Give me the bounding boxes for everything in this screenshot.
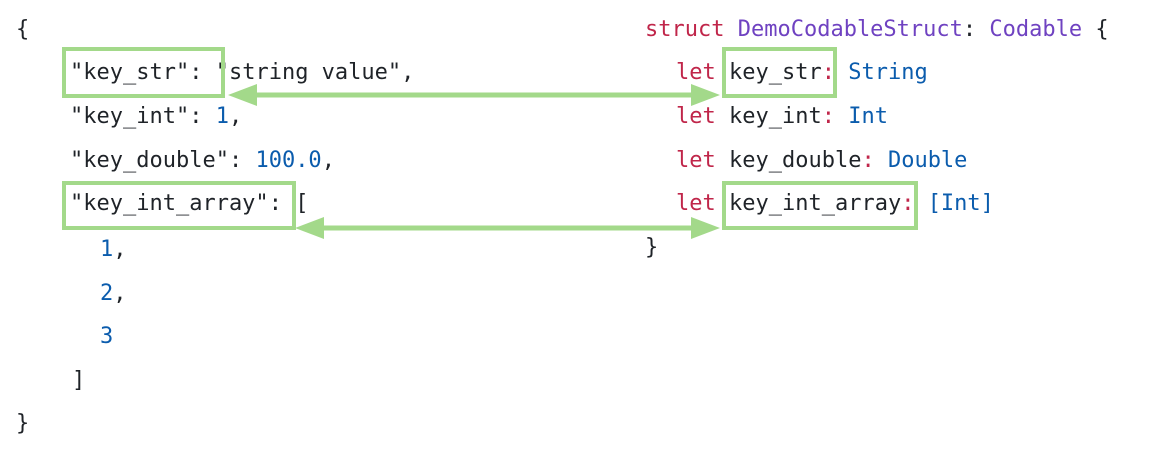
swift-prop-key-int-array: let key_int_array: [Int] bbox=[676, 189, 994, 219]
struct-open-brace: { bbox=[1095, 17, 1109, 42]
json-separator: : bbox=[228, 148, 256, 173]
json-separator: : bbox=[189, 104, 216, 129]
prop-colon: : bbox=[861, 148, 875, 173]
swift-prop-key-int: let key_int: Int bbox=[676, 102, 888, 132]
struct-protocol: Codable bbox=[989, 17, 1083, 42]
prop-colon: : bbox=[901, 191, 915, 216]
let-keyword: let bbox=[676, 104, 716, 129]
prop-name: key_str bbox=[729, 60, 822, 85]
json-key: "key_str" bbox=[70, 60, 190, 85]
prop-type: [Int] bbox=[927, 191, 994, 216]
json-trail: , bbox=[228, 104, 243, 129]
json-array-trail: , bbox=[113, 281, 127, 306]
highlight-box-json-key-int-array bbox=[62, 181, 296, 230]
prop-colon: : bbox=[821, 60, 835, 85]
json-line-key-double: "key_double": 100.0, bbox=[70, 146, 335, 176]
let-keyword: let bbox=[676, 60, 716, 85]
highlight-box-json-key-str bbox=[62, 47, 225, 98]
prop-name: key_int bbox=[729, 104, 822, 129]
json-key: "key_int" bbox=[70, 104, 190, 129]
json-line-key-str: "key_str": "string value", bbox=[70, 58, 414, 88]
json-separator: : bbox=[189, 60, 216, 85]
json-value: "string value" bbox=[215, 60, 402, 85]
let-keyword: let bbox=[676, 191, 716, 216]
json-array-value: 3 bbox=[100, 324, 114, 349]
struct-name: DemoCodableStruct bbox=[737, 17, 963, 42]
json-array-item: 3 bbox=[100, 322, 113, 352]
json-open-brace: { bbox=[16, 17, 30, 42]
json-array-trail: , bbox=[113, 237, 127, 262]
prop-colon: : bbox=[821, 104, 835, 129]
struct-keyword: struct bbox=[645, 17, 725, 42]
prop-name: key_int_array bbox=[729, 191, 902, 216]
swift-prop-key-str: let key_str: String bbox=[676, 58, 928, 88]
swift-prop-key-double: let key_double: Double bbox=[676, 146, 967, 176]
prop-type: String bbox=[848, 60, 928, 85]
prop-type: Int bbox=[848, 104, 888, 129]
json-separator: : bbox=[268, 191, 296, 216]
json-value: 100.0 bbox=[255, 148, 322, 173]
let-keyword: let bbox=[676, 148, 716, 173]
json-array-value: 2 bbox=[100, 281, 114, 306]
json-trail: , bbox=[401, 60, 415, 85]
json-line-key-int-array: "key_int_array": [ bbox=[70, 189, 308, 219]
highlight-box-swift-key-int-array bbox=[722, 181, 918, 230]
struct-close-brace: } bbox=[645, 235, 659, 260]
json-array-item: 1, bbox=[100, 235, 127, 265]
json-value: 1 bbox=[215, 104, 229, 129]
prop-type: Double bbox=[887, 148, 968, 173]
json-key: "key_double" bbox=[70, 148, 229, 173]
json-line-key-int: "key_int": 1, bbox=[70, 102, 242, 132]
json-array-value: 1 bbox=[100, 237, 114, 262]
swift-struct-declaration: struct DemoCodableStruct: Codable { bbox=[645, 15, 1109, 45]
json-array-close: ] bbox=[72, 368, 86, 393]
json-trail: , bbox=[321, 148, 335, 173]
json-key: "key_int_array" bbox=[70, 191, 269, 216]
prop-name: key_double bbox=[729, 148, 862, 173]
json-array-item: 2, bbox=[100, 279, 127, 309]
highlight-box-swift-key-str bbox=[722, 47, 837, 98]
json-value: [ bbox=[295, 191, 309, 216]
struct-colon: : bbox=[962, 17, 990, 42]
json-close-brace: } bbox=[16, 411, 30, 436]
